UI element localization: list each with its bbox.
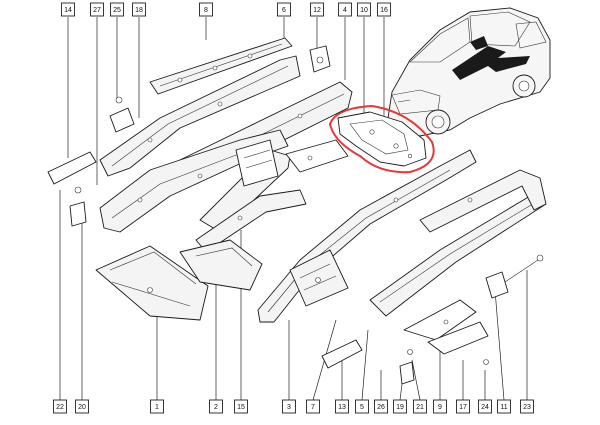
callout-row-top: 14 27 25 18 8 6 12 4 10 16: [61, 2, 391, 17]
callout-label: 17: [459, 404, 467, 411]
callout-label: 19: [396, 404, 404, 411]
callout-label: 4: [343, 7, 347, 14]
callout-box: [520, 399, 534, 414]
callout-label: 7: [311, 404, 315, 411]
callout-box: [355, 399, 369, 414]
callout-box: [61, 2, 75, 17]
highlighted-part: [328, 104, 435, 174]
callout-box: [357, 2, 371, 17]
callout-label: 25: [113, 7, 121, 14]
callout-label: 20: [78, 404, 86, 411]
callout-box: [456, 399, 470, 414]
callout-box: [413, 399, 427, 414]
part-right-rail: [419, 169, 547, 233]
callout-box: [282, 399, 296, 414]
callout-box: [110, 2, 124, 17]
part-12-bracket: [309, 45, 331, 73]
callout-box: [234, 399, 248, 414]
callout-label: 27: [93, 7, 101, 14]
callout-label: 16: [380, 7, 388, 14]
callout-label: 26: [377, 404, 385, 411]
callout-box: [132, 2, 146, 17]
callout-label: 3: [287, 404, 291, 411]
callout-label: 14: [64, 7, 72, 14]
callout-label: 6: [282, 7, 286, 14]
callout-box: [374, 399, 388, 414]
callout-label: 2: [214, 404, 218, 411]
callout-label: 1: [155, 404, 159, 411]
part-6-rail: [99, 55, 301, 177]
callout-box: [209, 399, 223, 414]
callout-label: 12: [313, 7, 321, 14]
part-2-bracket: [179, 239, 263, 291]
callout-label: 10: [360, 7, 368, 14]
callout-label: 24: [481, 404, 489, 411]
callout-box: [75, 399, 89, 414]
callout-box: [306, 399, 320, 414]
callout-box: [199, 2, 213, 17]
part-13-bracket: [321, 339, 363, 369]
callout-label: 21: [416, 404, 424, 411]
callout-label: 11: [500, 404, 507, 411]
vehicle-illustration: [387, 7, 551, 137]
callout-box: [478, 399, 492, 414]
part-8-rail: [149, 37, 293, 95]
callout-box: [393, 399, 407, 414]
callout-box: [150, 399, 164, 414]
part-11-block: [485, 271, 509, 299]
callout-box: [497, 399, 511, 414]
callout-label: 5: [360, 404, 364, 411]
callout-label: 22: [56, 404, 64, 411]
part-23-bolt: [504, 254, 544, 283]
callout-label: 15: [237, 404, 245, 411]
callout-box: [377, 2, 391, 17]
part-9-bracket: [403, 299, 489, 355]
callout-label: 13: [338, 404, 346, 411]
callout-label: 8: [204, 7, 208, 14]
part-center-brackets: [235, 139, 349, 187]
callout-box: [433, 399, 447, 414]
callout-box: [53, 399, 67, 414]
callout-box: [310, 2, 324, 17]
callout-box: [90, 2, 104, 17]
callout-box: [277, 2, 291, 17]
callout-box: [335, 399, 349, 414]
fasteners: [47, 96, 489, 385]
callout-label: 23: [523, 404, 531, 411]
callout-box: [338, 2, 352, 17]
callout-label: 18: [135, 7, 143, 14]
callout-row-bottom: 22 20 1 2 15 3 7 13 5 26 19 21 9 17 24 11 23: [53, 399, 534, 414]
part-1-floor: [95, 245, 209, 321]
part-3-main-rail: [257, 149, 477, 323]
callout-label: 9: [438, 404, 442, 411]
